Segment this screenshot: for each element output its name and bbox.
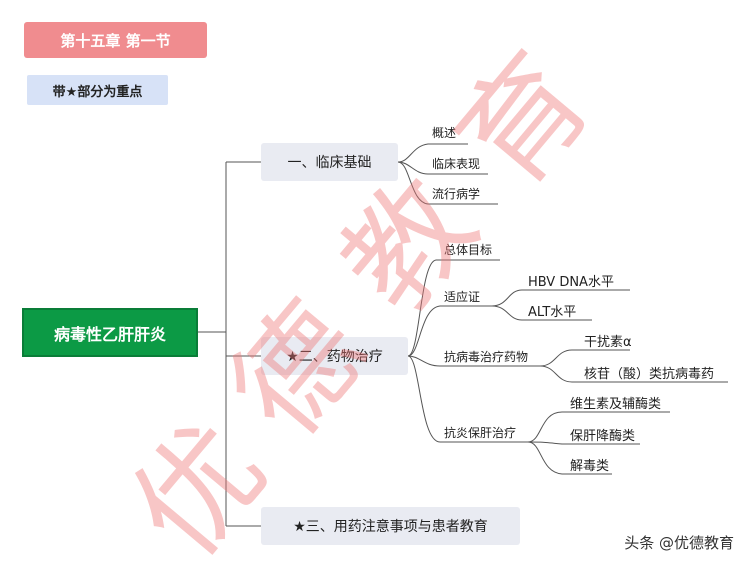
chapter-title: 第十五章 第一节 (24, 22, 207, 58)
leaf-overview: 概述 (432, 126, 457, 140)
leaf-hbv-dna-level: HBV DNA水平 (528, 275, 614, 290)
leaf-alt-level: ALT水平 (528, 305, 577, 320)
leaf-anti-inflammatory: 抗炎保肝治疗 (444, 426, 517, 440)
branch-drug-therapy: ★二、药物治疗 (261, 337, 408, 375)
leaf-nucleoside-antivirals: 核苷（酸）类抗病毒药 (584, 367, 715, 382)
leaf-liver-protecting: 保肝降酶类 (570, 429, 636, 444)
leaf-detoxification: 解毒类 (570, 459, 610, 474)
leaf-overall-goal: 总体目标 (444, 243, 493, 257)
key-points-note: 带★部分为重点 (27, 75, 168, 105)
root-node: 病毒性乙肝肝炎 (22, 308, 198, 357)
leaf-interferon-alpha: 干扰素α (584, 335, 632, 350)
leaf-vitamins-coenzymes: 维生素及辅酶类 (570, 397, 662, 412)
leaf-indication: 适应证 (444, 290, 481, 304)
leaf-epidemiology: 流行病学 (432, 187, 481, 201)
leaf-clinical-manifestation: 临床表现 (432, 157, 481, 171)
branch-medication-precautions: ★三、用药注意事项与患者教育 (261, 507, 520, 545)
leaf-antiviral-drugs: 抗病毒治疗药物 (444, 350, 529, 364)
source-credit: 头条 @优德教育 (624, 534, 734, 552)
branch-clinical-basics: 一、临床基础 (261, 143, 398, 181)
connector-lines (198, 143, 728, 527)
